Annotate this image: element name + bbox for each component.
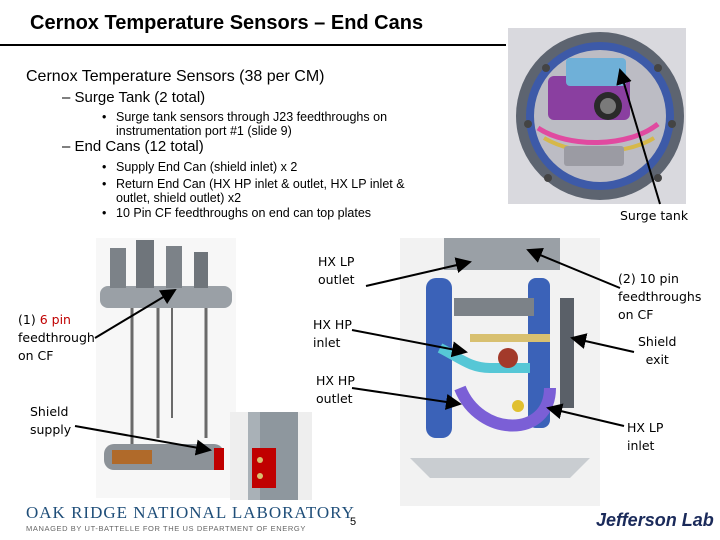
arrow-hx-lp-inlet xyxy=(546,403,625,427)
surge-tank-callout: Surge tank xyxy=(620,208,689,223)
callout-line: (2) 10 pin xyxy=(618,271,679,286)
surge-tank-bullet-line1: Surge tank sensors through J23 feedthrou… xyxy=(116,110,388,124)
callout-line: HX HP xyxy=(313,317,352,332)
callout-line: HX LP xyxy=(318,254,355,269)
callout-line: HX HP xyxy=(316,373,355,388)
arrow-hx-lp-outlet xyxy=(365,257,472,287)
callout-line: feedthroughs xyxy=(618,289,702,304)
bullet-dot: • xyxy=(102,177,107,191)
arrow-hx-hp-outlet xyxy=(351,387,462,410)
callout-line: exit xyxy=(645,352,669,367)
arrow-shield-supply xyxy=(74,425,212,456)
arrow-ten-pin xyxy=(526,247,621,289)
callout-line: on CF xyxy=(18,348,54,363)
arrow-hx-hp-inlet xyxy=(351,329,468,358)
surge-tank-text: Surge Tank (2 total) xyxy=(74,89,206,106)
callout-line: Shield xyxy=(30,404,69,419)
feedthrough-pins-highlight: 6 pin xyxy=(39,312,71,327)
hx-hp-inlet-callout: HX HP inlet xyxy=(313,316,352,352)
ten-pin-feedthroughs-callout: (2) 10 pin feedthroughs on CF xyxy=(618,270,701,324)
callout-line: outlet xyxy=(316,391,353,406)
shield-supply-connector-image xyxy=(230,412,312,500)
jefferson-lab-logo: Jefferson Lab xyxy=(596,510,714,530)
callout-line: inlet xyxy=(627,438,655,453)
callout-line: Shield xyxy=(638,334,677,349)
end-cans-text: End Cans (12 total) xyxy=(74,138,204,155)
arrow-shield-exit xyxy=(570,333,635,353)
surge-tank-bullet-line2: instrumentation port #1 (slide 9) xyxy=(116,124,292,138)
bullet-dot: • xyxy=(102,110,107,124)
callout-line: on CF xyxy=(618,307,654,322)
callout-line: supply xyxy=(30,422,72,437)
dash-marker: – xyxy=(62,138,75,155)
arrow-surge-tank xyxy=(616,68,661,205)
ornl-logo: OAK RIDGE NATIONAL LABORATORY MANAGED BY… xyxy=(26,503,355,533)
end-cans-bullet-text: outlet, shield outlet) x2 xyxy=(116,191,242,205)
surge-tank-bullet: • Surge tank sensors through J23 feedthr… xyxy=(102,110,388,138)
end-cans-bullet-text: Return End Can (HX HP inlet & outlet, HX… xyxy=(116,177,405,191)
cryomodule-cross-section-image xyxy=(508,28,686,204)
bullet-dot: • xyxy=(102,206,107,220)
callout-line: outlet xyxy=(318,272,355,287)
end-cans-label: – End Cans (12 total) xyxy=(62,138,204,155)
callout-line: feedthrough xyxy=(18,330,95,345)
end-cans-bullet-3: • 10 Pin CF feedthroughs on end can top … xyxy=(102,206,372,220)
six-pin-feedthrough-callout: (1) 6 pin feedthrough on CF xyxy=(18,311,95,365)
page-number: 5 xyxy=(350,516,357,528)
hx-hp-outlet-callout: HX HP outlet xyxy=(316,372,355,408)
shield-exit-callout: Shield exit xyxy=(638,333,676,369)
hx-lp-outlet-callout: HX LP outlet xyxy=(318,253,355,289)
callout-line: (1) 6 pin xyxy=(18,311,95,329)
end-cans-bullet-text: Supply End Can (shield inlet) x 2 xyxy=(116,160,298,174)
callout-line: inlet xyxy=(313,335,341,350)
content-heading: Cernox Temperature Sensors (38 per CM) xyxy=(26,68,325,85)
shield-supply-callout: Shield supply xyxy=(30,403,71,439)
surge-tank-label: – Surge Tank (2 total) xyxy=(62,89,205,106)
end-can-feedthrough-image xyxy=(96,238,236,498)
hx-lp-inlet-callout: HX LP inlet xyxy=(627,419,663,455)
arrow-six-pin xyxy=(94,288,177,339)
dash-marker: – xyxy=(62,89,75,106)
title-underline xyxy=(0,44,506,46)
end-cans-bullet-text: 10 Pin CF feedthroughs on end can top pl… xyxy=(116,206,372,220)
end-cans-bullet-2: • Return End Can (HX HP inlet & outlet, … xyxy=(102,177,405,205)
callout-line: HX LP xyxy=(627,420,664,435)
slide-title: Cernox Temperature Sensors – End Cans xyxy=(30,12,424,34)
end-cans-bullet-1: • Supply End Can (shield inlet) x 2 xyxy=(102,160,298,174)
ornl-subtitle: MANAGED BY UT-BATTELLE FOR THE US DEPART… xyxy=(26,524,306,533)
bullet-dot: • xyxy=(102,160,107,174)
feedthrough-count: (1) xyxy=(18,312,36,327)
ornl-name: OAK RIDGE NATIONAL LABORATORY xyxy=(26,503,355,522)
